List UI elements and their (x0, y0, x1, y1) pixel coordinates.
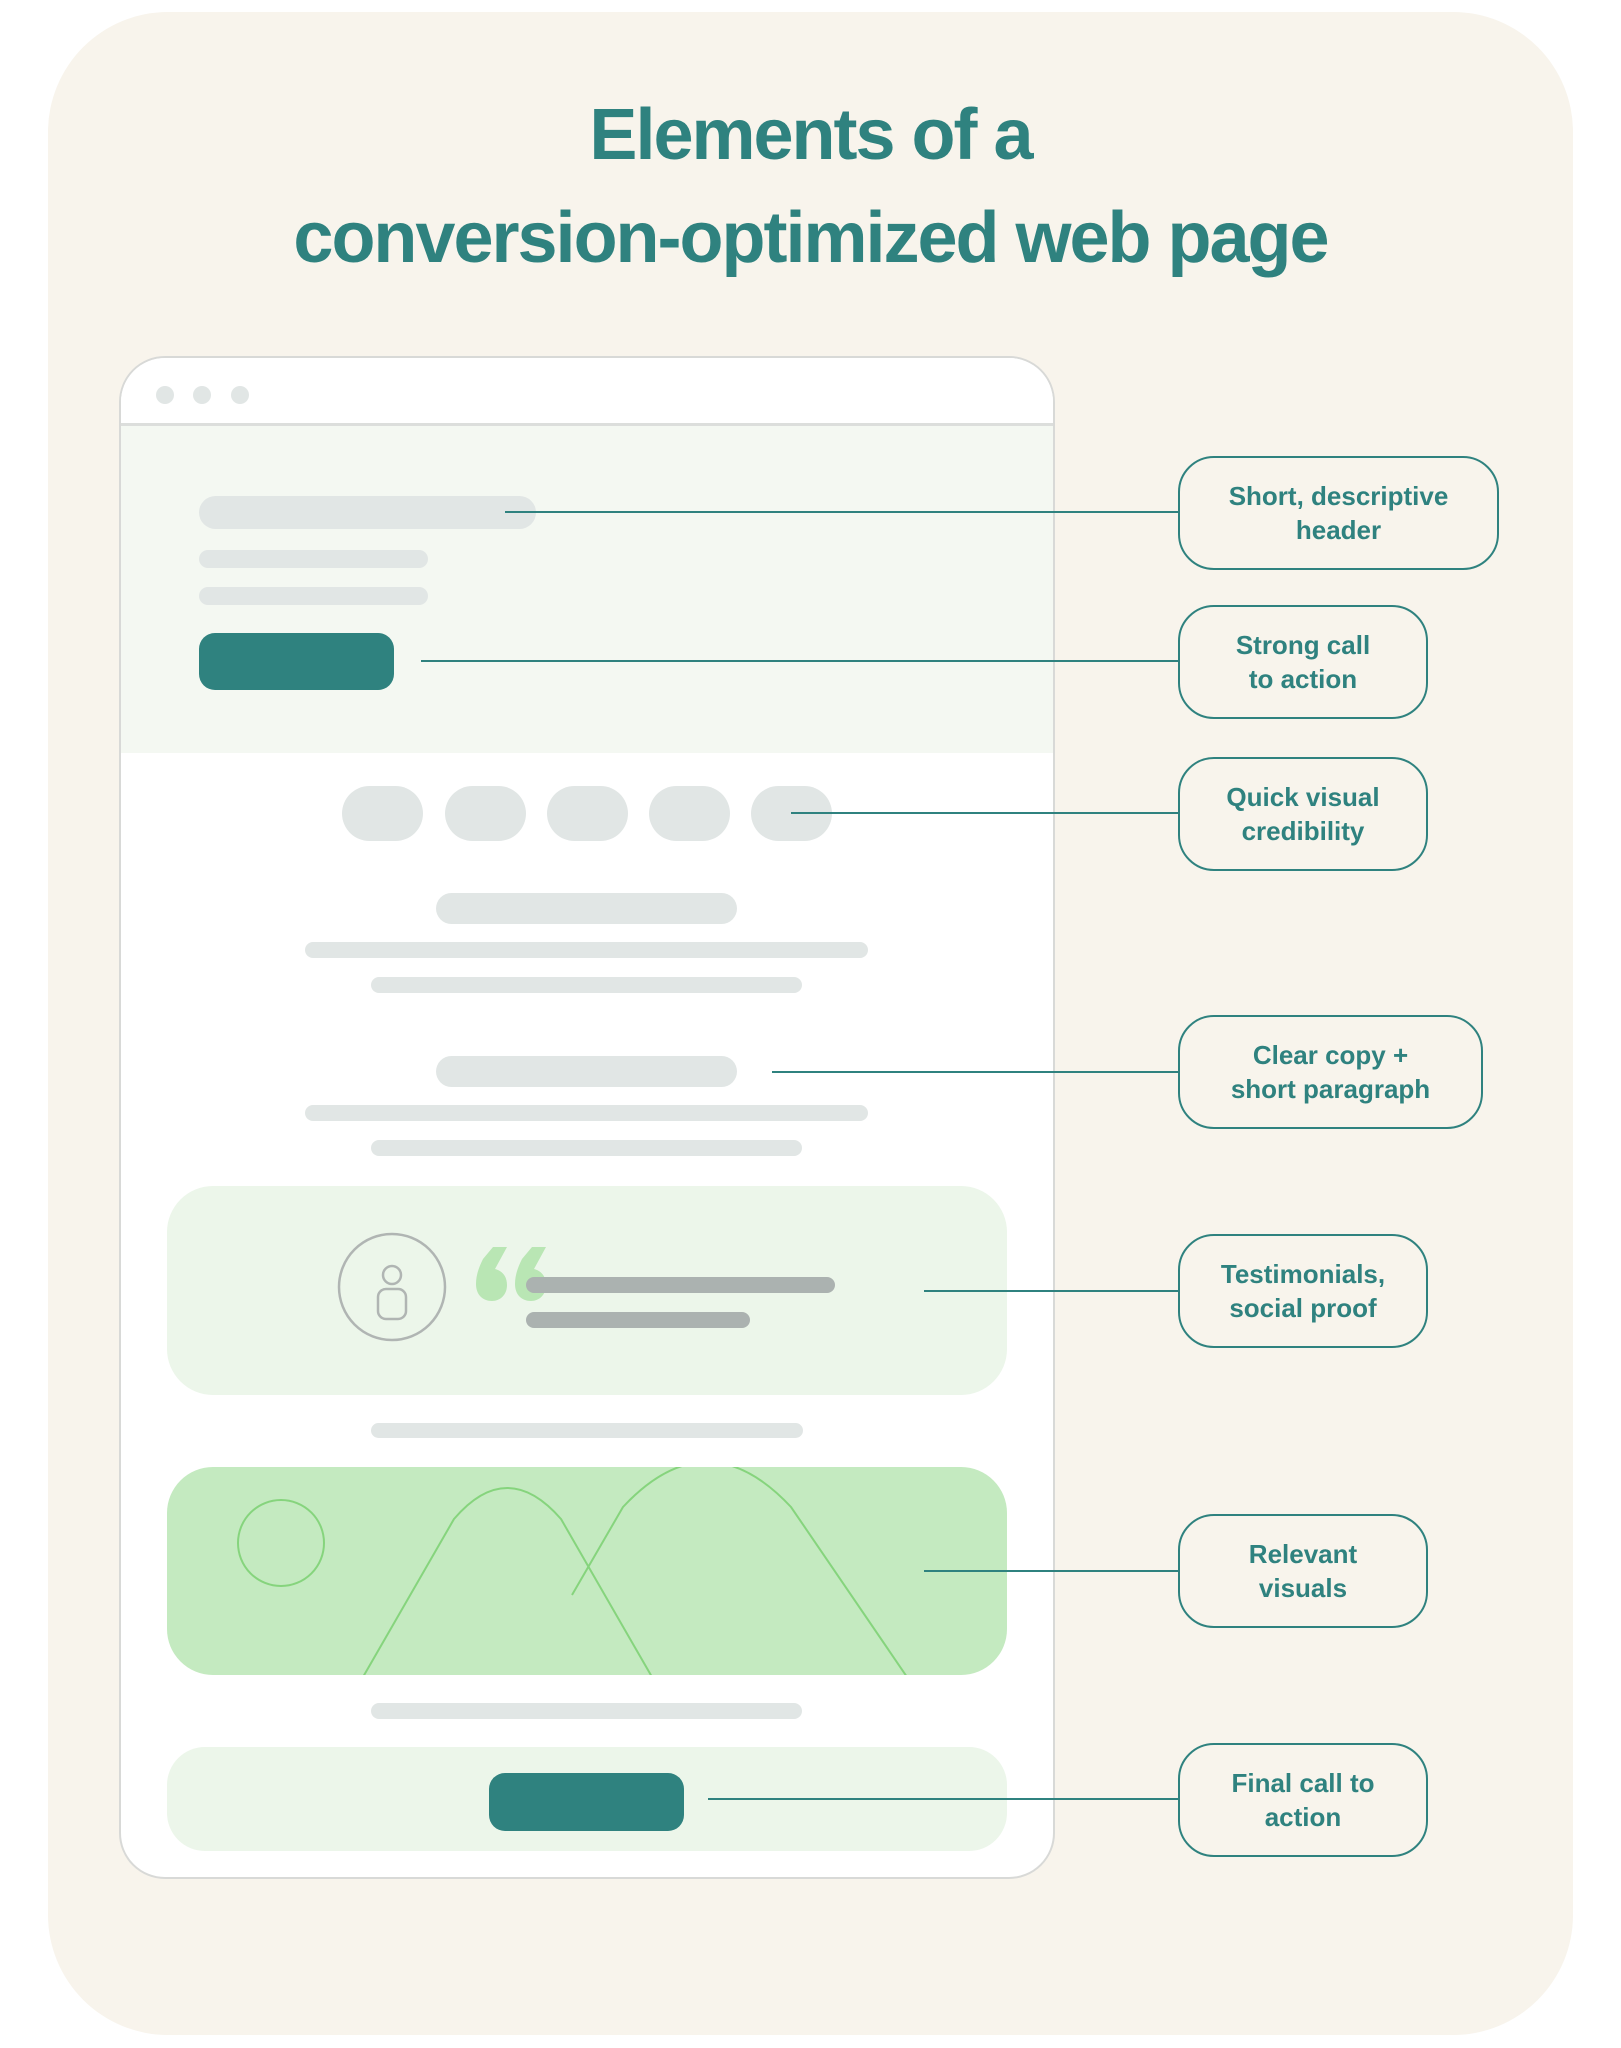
image-placeholder-icon (237, 1467, 907, 1675)
label-final-call-to-action: Final call to action (1178, 1743, 1428, 1857)
label-quick-visual-credibility: Quick visual credibility (1178, 757, 1428, 871)
label-short-descriptive-header: Short, descriptive header (1178, 456, 1499, 570)
section-heading-placeholder (436, 893, 737, 924)
connector-line (791, 812, 1179, 814)
subtext-line-placeholder (199, 550, 428, 568)
connector-line (924, 1570, 1179, 1572)
connector-line (924, 1290, 1179, 1292)
paragraph-line-placeholder (305, 942, 868, 958)
connector-line (708, 1798, 1179, 1800)
caption-line-placeholder (371, 1703, 802, 1719)
connector-line (421, 660, 1179, 662)
relevant-visual-card (167, 1467, 1007, 1675)
window-dot-icon (193, 386, 211, 404)
paragraph-line-placeholder (305, 1105, 868, 1121)
testimonial-quote-line (526, 1312, 750, 1328)
title-line-2: conversion-optimized web page (293, 198, 1329, 278)
paragraph-line-placeholder (371, 977, 802, 993)
user-avatar-icon (337, 1232, 447, 1342)
connector-line (772, 1071, 1179, 1073)
label-clear-copy: Clear copy + short paragraph (1178, 1015, 1483, 1129)
credibility-logo-placeholder (342, 786, 423, 841)
primary-cta-button[interactable] (199, 633, 394, 690)
credibility-logo-placeholder (445, 786, 526, 841)
paragraph-line-placeholder (371, 1140, 802, 1156)
window-dot-icon (156, 386, 174, 404)
caption-line-placeholder (371, 1423, 803, 1438)
title-line-1: Elements of a (589, 95, 1033, 175)
window-dot-icon (231, 386, 249, 404)
quote-mark-icon (476, 1247, 546, 1301)
label-strong-call-to-action: Strong call to action (1178, 605, 1428, 719)
label-relevant-visuals: Relevant visuals (1178, 1514, 1428, 1628)
header-placeholder (199, 496, 536, 529)
subtext-line-placeholder (199, 587, 428, 605)
label-testimonials: Testimonials, social proof (1178, 1234, 1428, 1348)
connector-line (505, 511, 1179, 513)
credibility-logo-placeholder (649, 786, 730, 841)
final-cta-button[interactable] (489, 1773, 684, 1831)
credibility-logo-placeholder (547, 786, 628, 841)
browser-title-bar (121, 358, 1053, 426)
testimonial-quote-line (526, 1277, 835, 1293)
section-heading-placeholder (436, 1056, 737, 1087)
